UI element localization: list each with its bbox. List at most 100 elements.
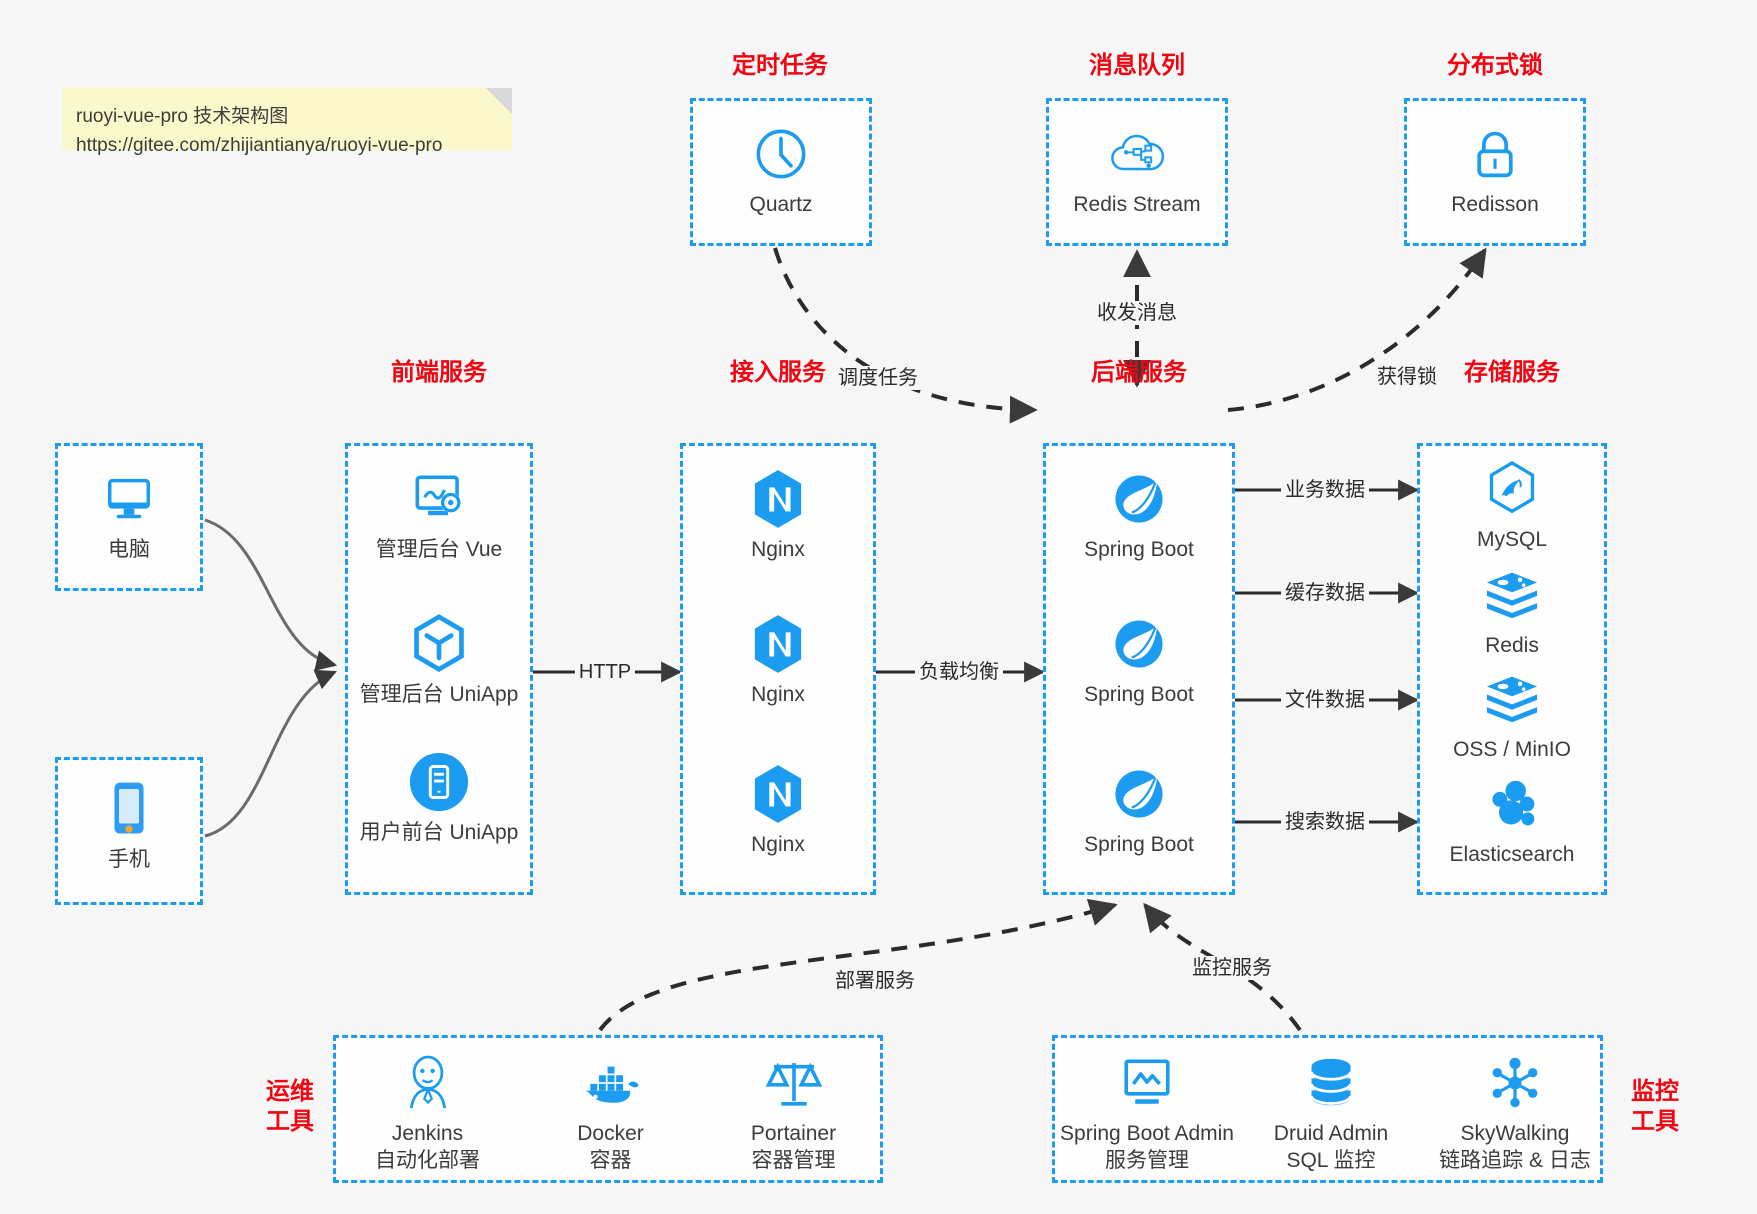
spring-boot-icon — [1046, 468, 1232, 530]
edge-label-monitor-service: 监控服务 — [1188, 956, 1276, 980]
nginx-icon — [683, 613, 873, 675]
node-jenkins[interactable]: Jenkins 自动化部署 — [336, 1052, 519, 1174]
group-box-frontend[interactable]: 管理后台 Vue 管理后台 UniApp 用户前台 U — [345, 443, 533, 895]
node-label-redisson: Redisson — [1451, 193, 1539, 216]
node-elasticsearch[interactable]: Elasticsearch — [1420, 773, 1604, 868]
node-oss-minio[interactable]: OSS / MinIO — [1420, 668, 1604, 763]
node-label-nginx-3: Nginx — [751, 833, 805, 856]
edge-desktop-to-frontend — [204, 518, 338, 671]
node-label-spring-boot-admin: Spring Boot Admin — [1060, 1122, 1234, 1145]
node-nginx-2[interactable]: Nginx — [683, 613, 873, 708]
node-label-spring-boot-3: Spring Boot — [1084, 833, 1194, 856]
node-label-docker: Docker — [577, 1122, 644, 1145]
edge-label-deploy-service: 部署服务 — [831, 969, 919, 993]
node-label-portainer: Portainer — [750, 1122, 837, 1145]
node-label-skywalking: SkyWalking — [1460, 1122, 1570, 1145]
database-cylinder-icon — [1239, 1052, 1423, 1114]
node-skywalking[interactable]: SkyWalking 链路追踪 & 日志 — [1423, 1052, 1607, 1174]
node-redis-stream[interactable]: Redis Stream — [1049, 123, 1225, 218]
node-label-admin-uniapp: 管理后台 UniApp — [359, 683, 519, 706]
group-title-devops-line2: 工具 — [266, 1108, 314, 1135]
group-box-scheduler[interactable]: Quartz — [690, 98, 872, 246]
node-admin-vue[interactable]: 管理后台 Vue — [348, 468, 530, 563]
node-spring-boot-admin[interactable]: Spring Boot Admin 服务管理 — [1055, 1052, 1239, 1174]
cloud-network-icon — [1049, 123, 1225, 185]
group-title-storage: 存储服务 — [1464, 359, 1560, 386]
node-label-desktop: 电脑 — [108, 538, 150, 561]
node-label-nginx-1: Nginx — [751, 538, 805, 561]
node-mobile[interactable]: 手机 — [58, 778, 200, 873]
node-quartz[interactable]: Quartz — [693, 123, 869, 218]
group-title-scheduler: 定时任务 — [732, 52, 828, 79]
mysql-icon — [1420, 458, 1604, 520]
edge-label-file-data: 文件数据 — [1281, 688, 1369, 712]
docker-whale-icon — [519, 1052, 702, 1114]
node-label-spring-boot-1: Spring Boot — [1084, 538, 1194, 561]
edge-label-send-receive: 收发消息 — [1093, 301, 1181, 325]
node-sublabel-druid-admin: SQL 监控 — [1286, 1149, 1376, 1172]
skywalking-node-icon — [1423, 1052, 1607, 1114]
edge-phone-to-frontend — [204, 669, 337, 838]
group-box-lock[interactable]: Redisson — [1404, 98, 1586, 246]
node-label-oss-minio: OSS / MinIO — [1453, 738, 1571, 761]
node-spring-boot-3[interactable]: Spring Boot — [1046, 763, 1232, 858]
node-user-uniapp[interactable]: 用户前台 UniApp — [348, 751, 530, 846]
edge-label-http: HTTP — [574, 660, 636, 684]
node-druid-admin[interactable]: Druid Admin SQL 监控 — [1239, 1052, 1423, 1174]
group-box-mq[interactable]: Redis Stream — [1046, 98, 1228, 246]
mobile-phone-icon — [58, 778, 200, 840]
mobile-app-icon — [348, 751, 530, 813]
node-label-elasticsearch: Elasticsearch — [1449, 843, 1575, 866]
node-label-user-uniapp: 用户前台 UniApp — [359, 821, 519, 844]
node-nginx-1[interactable]: Nginx — [683, 468, 873, 563]
spring-boot-icon — [1046, 613, 1232, 675]
group-title-lock: 分布式锁 — [1447, 52, 1543, 79]
group-title-mq: 消息队列 — [1089, 52, 1185, 79]
group-title-gateway: 接入服务 — [730, 359, 826, 386]
node-label-spring-boot-2: Spring Boot — [1084, 683, 1194, 706]
node-sublabel-docker: 容器 — [589, 1149, 632, 1172]
group-title-monitoring-line2: 工具 — [1631, 1108, 1679, 1135]
group-title-monitoring-line1: 监控 — [1631, 1078, 1679, 1105]
node-redis[interactable]: Redis — [1420, 564, 1604, 659]
node-redisson[interactable]: Redisson — [1407, 123, 1583, 218]
desktop-monitor-icon — [58, 468, 200, 530]
node-label-jenkins: Jenkins — [391, 1122, 464, 1145]
node-label-quartz: Quartz — [749, 193, 813, 216]
node-label-druid-admin: Druid Admin — [1273, 1122, 1389, 1145]
node-docker[interactable]: Docker 容器 — [519, 1052, 702, 1174]
clock-icon — [693, 123, 869, 185]
node-label-admin-vue: 管理后台 Vue — [375, 538, 503, 561]
node-mysql[interactable]: MySQL — [1420, 458, 1604, 553]
group-title-devops-line1: 运维 — [266, 1078, 314, 1105]
redis-icon — [1420, 564, 1604, 626]
note-line-2: https://gitee.com/zhijiantianya/ruoyi-vu… — [76, 135, 443, 156]
group-box-mobile-client[interactable]: 手机 — [55, 757, 203, 905]
group-title-backend: 后端服务 — [1091, 359, 1187, 386]
scales-icon — [702, 1052, 885, 1114]
group-box-monitoring[interactable]: Spring Boot Admin 服务管理 Druid Admin — [1052, 1035, 1603, 1183]
node-label-redis-stream: Redis Stream — [1073, 193, 1201, 216]
padlock-icon — [1407, 123, 1583, 185]
group-box-backend[interactable]: Spring Boot Spring Boot Spring Boot — [1043, 443, 1235, 895]
node-label-mysql: MySQL — [1476, 528, 1547, 551]
redis-icon — [1420, 668, 1604, 730]
group-box-desktop-client[interactable]: 电脑 — [55, 443, 203, 591]
node-sublabel-jenkins: 自动化部署 — [375, 1149, 480, 1172]
edge-label-business-data: 业务数据 — [1281, 478, 1369, 502]
node-spring-boot-2[interactable]: Spring Boot — [1046, 613, 1232, 708]
spring-boot-icon — [1046, 763, 1232, 825]
group-box-gateway[interactable]: Nginx Nginx Nginx — [680, 443, 876, 895]
edge-label-acquire-lock: 获得锁 — [1373, 365, 1441, 389]
node-portainer[interactable]: Portainer 容器管理 — [702, 1052, 885, 1174]
node-desktop[interactable]: 电脑 — [58, 468, 200, 563]
node-nginx-3[interactable]: Nginx — [683, 763, 873, 858]
monitor-chart-icon — [1055, 1052, 1239, 1114]
note-line-1: ruoyi-vue-pro 技术架构图 — [76, 106, 289, 127]
node-spring-boot-1[interactable]: Spring Boot — [1046, 468, 1232, 563]
edge-label-cache-data: 缓存数据 — [1281, 581, 1369, 605]
node-admin-uniapp[interactable]: 管理后台 UniApp — [348, 613, 530, 708]
group-box-storage[interactable]: MySQL Redis — [1417, 443, 1607, 895]
group-box-devops[interactable]: Jenkins 自动化部署 Docker 容器 — [333, 1035, 883, 1183]
